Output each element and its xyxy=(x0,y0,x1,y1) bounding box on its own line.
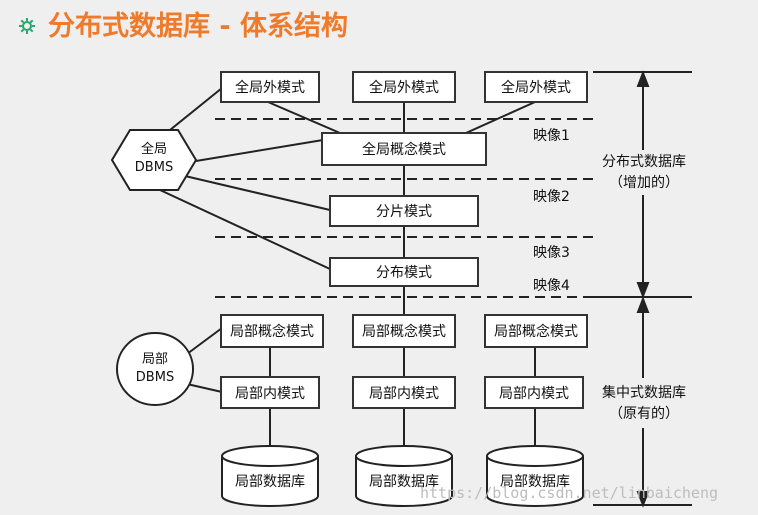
local-database-label: 局部数据库 xyxy=(500,474,570,490)
local-database-label: 局部数据库 xyxy=(369,474,439,490)
allocation-schema-box: 分布模式 xyxy=(329,257,479,287)
distributed-db-line1: 分布式数据库 xyxy=(602,154,686,170)
centralized-db-line1: 集中式数据库 xyxy=(602,385,686,401)
distributed-db-label: 分布式数据库 （增加的） xyxy=(597,152,691,194)
mapping-label-1: 映像1 xyxy=(533,128,570,144)
local-conceptual-schema-box: 局部概念模式 xyxy=(352,314,456,348)
local-dbms-line2: DBMS xyxy=(135,370,175,385)
local-database-label: 局部数据库 xyxy=(235,474,305,490)
external-schema-box: 全局外模式 xyxy=(220,71,320,103)
local-internal-schema-box: 局部内模式 xyxy=(220,376,320,409)
local-conceptual-schema-box: 局部概念模式 xyxy=(484,314,588,348)
bracket-arrows xyxy=(636,70,650,508)
fragmentation-schema-box: 分片模式 xyxy=(329,195,479,227)
mapping-label-3: 映像3 xyxy=(533,245,570,261)
local-dbms-label: 局部 DBMS xyxy=(125,351,185,387)
global-conceptual-schema-box: 全局概念模式 xyxy=(321,132,487,166)
centralized-db-label: 集中式数据库 （原有的） xyxy=(597,383,691,425)
distributed-db-line2: （增加的） xyxy=(609,175,679,191)
local-internal-schema-box: 局部内模式 xyxy=(484,376,584,409)
local-internal-schema-box: 局部内模式 xyxy=(352,376,456,409)
global-dbms-line1: 全局 xyxy=(140,142,167,157)
mapping-label-4: 映像4 xyxy=(533,278,570,294)
global-dbms-label: 全局 DBMS xyxy=(124,141,184,177)
watermark: https://blog.csdn.net/linbaicheng xyxy=(420,484,719,502)
mapping-label-2: 映像2 xyxy=(533,189,570,205)
external-schema-box: 全局外模式 xyxy=(352,71,456,103)
global-dbms-hexagon xyxy=(110,129,198,191)
database-cylinders xyxy=(221,445,584,507)
centralized-db-line2: （原有的） xyxy=(609,406,679,422)
local-dbms-circle xyxy=(116,332,194,406)
global-dbms-line2: DBMS xyxy=(134,160,174,175)
gear-flower-icon xyxy=(19,18,35,34)
local-conceptual-schema-box: 局部概念模式 xyxy=(220,314,324,348)
external-schema-box: 全局外模式 xyxy=(484,71,588,103)
local-dbms-line1: 局部 xyxy=(141,352,168,367)
page-title: 分布式数据库 - 体系结构 xyxy=(48,11,349,42)
